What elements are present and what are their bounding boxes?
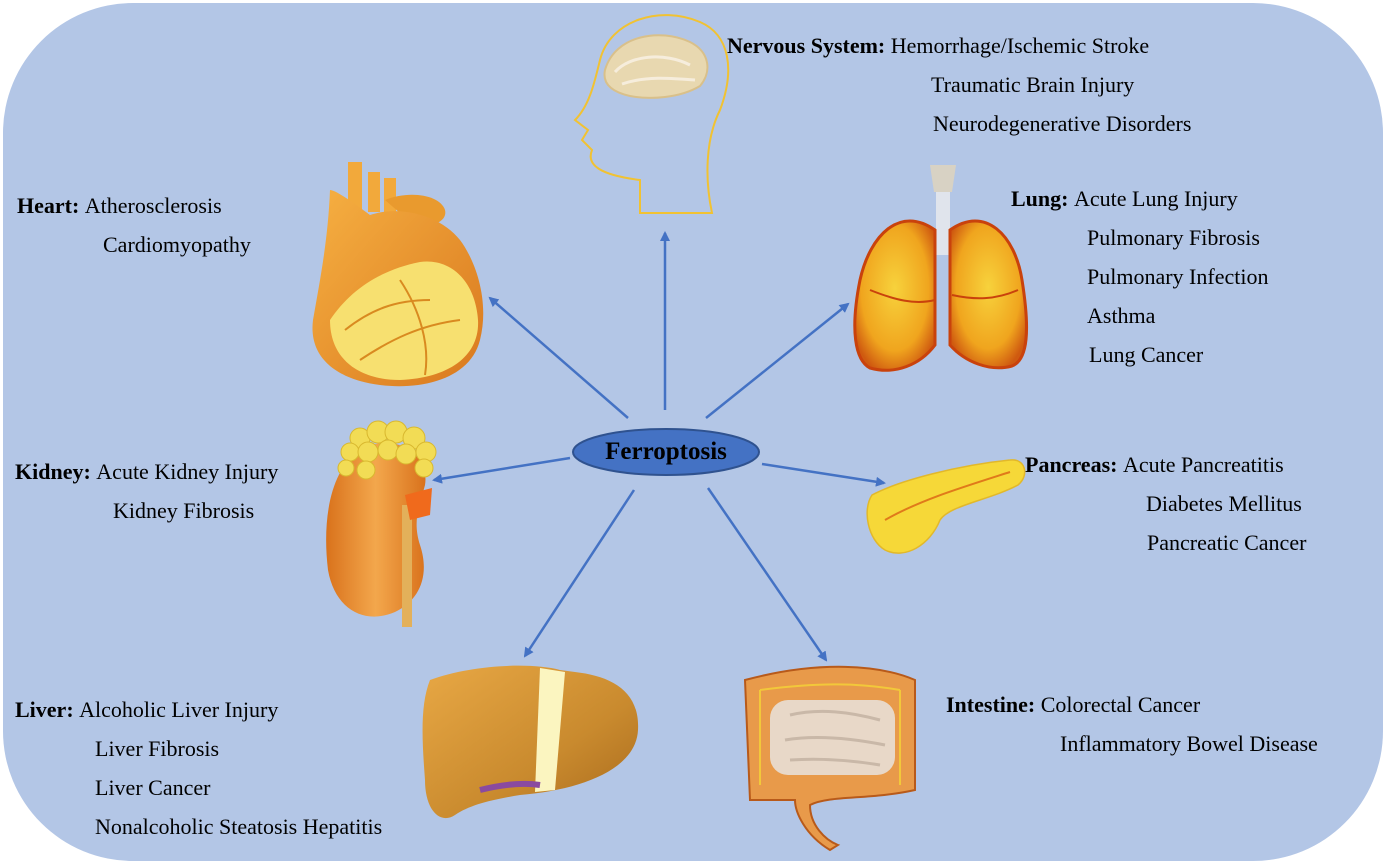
- disease-item: Liver Fibrosis: [15, 729, 382, 768]
- pancreas-block: Pancreas: Acute Pancreatitis Diabetes Me…: [1025, 445, 1306, 562]
- kidney-block: Kidney: Acute Kidney Injury Kidney Fibro…: [15, 452, 278, 530]
- disease-item: Liver Cancer: [15, 768, 382, 807]
- disease-item: Pulmonary Fibrosis: [1011, 218, 1268, 257]
- nervous-system-block: Nervous System: Hemorrhage/Ischemic Stro…: [727, 26, 1191, 143]
- lungs-icon: [855, 165, 1027, 370]
- ferroptosis-label: Ferroptosis: [572, 429, 760, 475]
- intestine-block: Intestine: Colorectal Cancer Inflammator…: [946, 685, 1318, 763]
- arrow-to-kidney: [434, 458, 570, 480]
- heart-block: Heart: Atherosclerosis Cardiomyopathy: [17, 186, 251, 264]
- disease-item: Alcoholic Liver Injury: [79, 697, 278, 722]
- pancreas-icon: [867, 460, 1025, 553]
- disease-item: Colorectal Cancer: [1041, 692, 1200, 717]
- organ-name-kidney: Kidney:: [15, 459, 91, 484]
- organ-name-liver: Liver:: [15, 697, 74, 722]
- disease-item: Lung Cancer: [1011, 335, 1268, 374]
- disease-item: Acute Kidney Injury: [96, 459, 278, 484]
- heart-icon: [312, 162, 483, 386]
- disease-item: Acute Lung Injury: [1074, 186, 1238, 211]
- disease-item: Diabetes Mellitus: [1025, 484, 1306, 523]
- disease-item: Inflammatory Bowel Disease: [946, 724, 1318, 763]
- liver-block: Liver: Alcoholic Liver Injury Liver Fibr…: [15, 690, 382, 846]
- arrow-to-lung: [706, 304, 848, 418]
- disease-item: Acute Pancreatitis: [1123, 452, 1284, 477]
- disease-item: Kidney Fibrosis: [15, 491, 278, 530]
- brain-head-icon: [575, 15, 728, 213]
- disease-item: Cardiomyopathy: [17, 225, 251, 264]
- disease-item: Pulmonary Infection: [1011, 257, 1268, 296]
- disease-item: Pancreatic Cancer: [1025, 523, 1306, 562]
- disease-item: Hemorrhage/Ischemic Stroke: [891, 33, 1149, 58]
- lung-block: Lung: Acute Lung Injury Pulmonary Fibros…: [1011, 179, 1268, 374]
- organ-name-heart: Heart:: [17, 193, 79, 218]
- liver-icon: [423, 666, 639, 818]
- disease-item: Atherosclerosis: [85, 193, 222, 218]
- intestine-icon: [745, 667, 915, 850]
- organ-name-pancreas: Pancreas:: [1025, 452, 1117, 477]
- disease-item: Traumatic Brain Injury: [727, 65, 1191, 104]
- organ-name-intestine: Intestine:: [946, 692, 1035, 717]
- organ-name-lung: Lung:: [1011, 186, 1068, 211]
- disease-item: Nonalcoholic Steatosis Hepatitis: [15, 807, 382, 846]
- disease-item: Neurodegenerative Disorders: [727, 104, 1191, 143]
- disease-item: Asthma: [1011, 296, 1268, 335]
- kidney-icon: [326, 421, 436, 627]
- arrow-to-intestine: [708, 488, 826, 660]
- arrow-to-heart: [490, 298, 628, 418]
- arrow-to-pancreas: [762, 464, 884, 483]
- organ-name-nervous: Nervous System:: [727, 33, 885, 58]
- arrow-to-liver: [525, 490, 634, 656]
